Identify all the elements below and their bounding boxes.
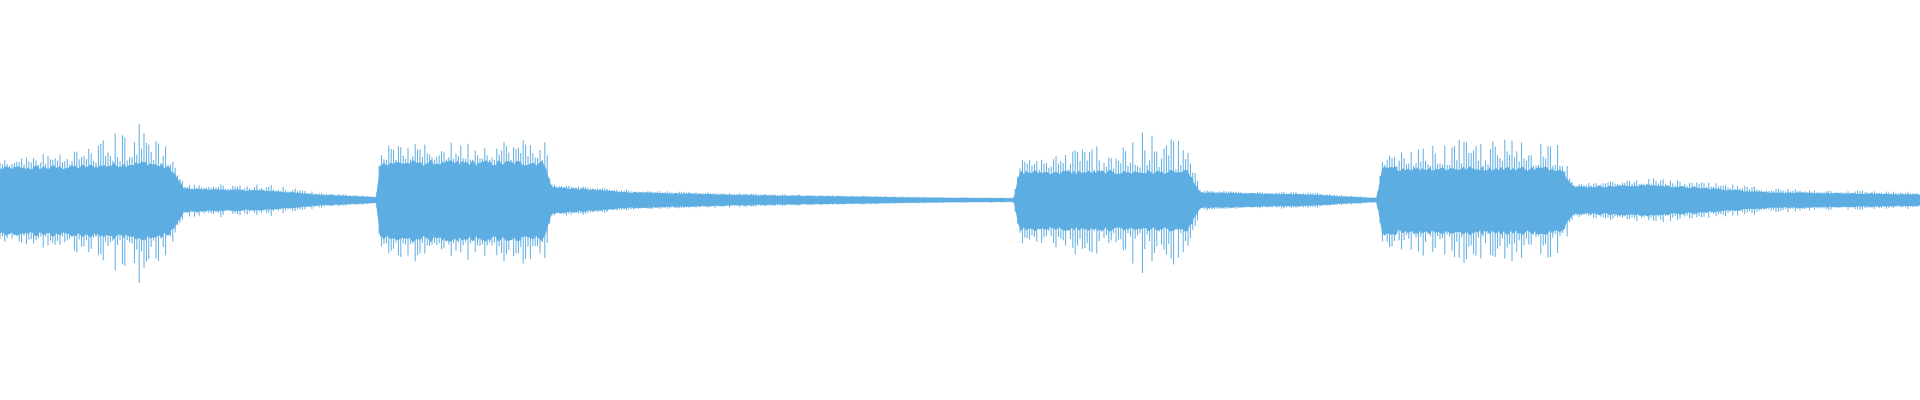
waveform-bars — [0, 123, 1920, 283]
